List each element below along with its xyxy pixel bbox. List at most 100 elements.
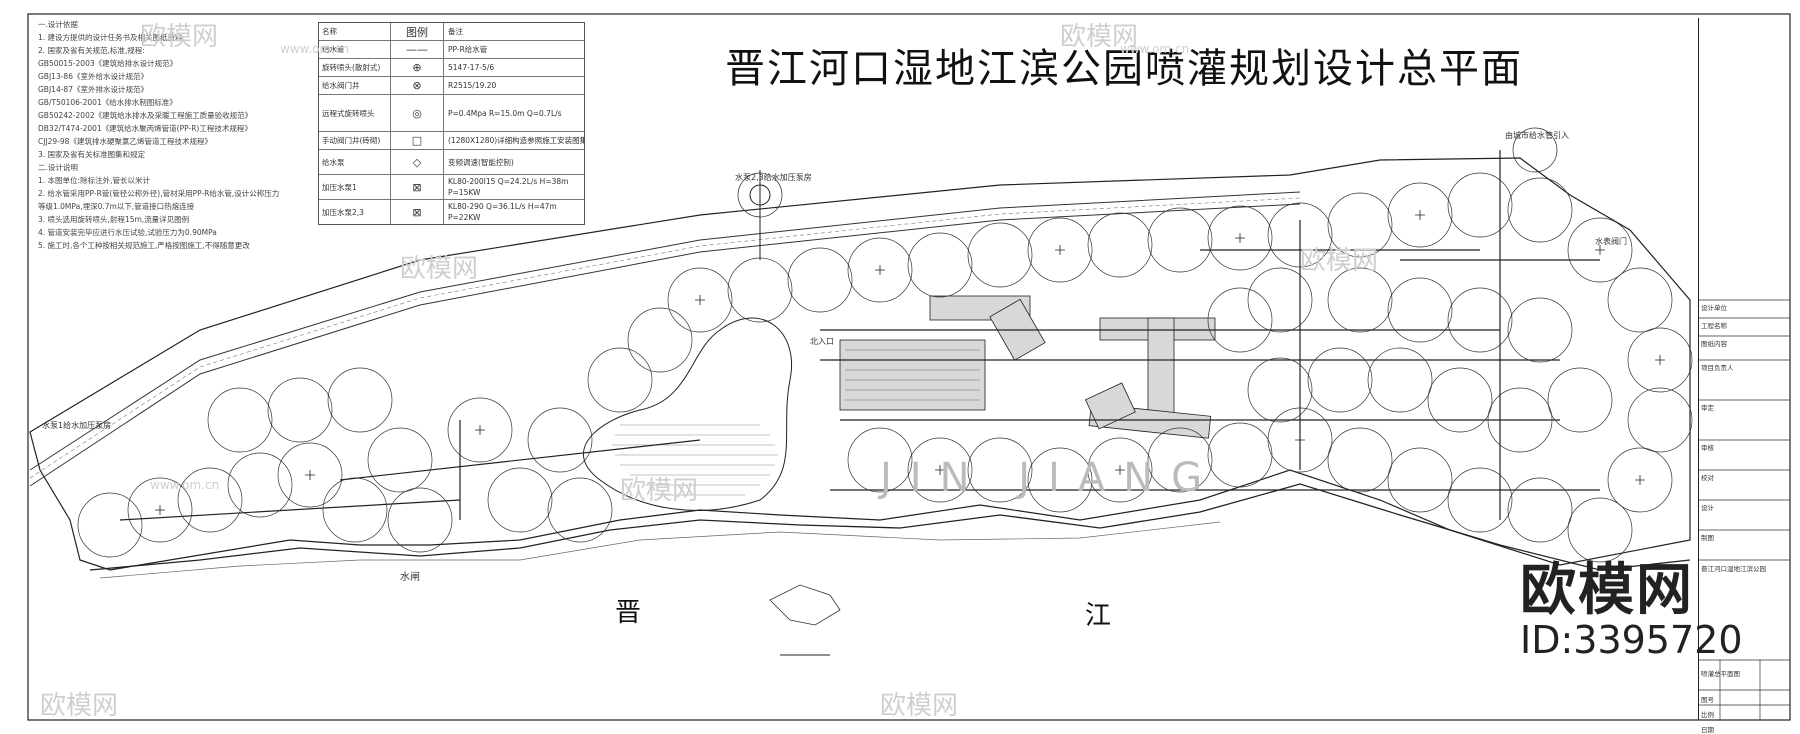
river-bank-inner bbox=[99, 521, 1221, 579]
design-notes: 一.设计依据 1. 建设方提供的设计任务书及相关图纸资料 2. 国家及省有关规范… bbox=[38, 18, 308, 252]
sprinkler-heads bbox=[155, 210, 1665, 515]
legend-name: 给水管 bbox=[319, 41, 391, 58]
legend-name: 远程式旋转喷头 bbox=[319, 95, 391, 131]
road-edge-1 bbox=[29, 191, 1301, 471]
note-line: GB50242-2002《建筑给水排水及采暖工程施工质量验收规范》 bbox=[38, 111, 253, 120]
valve-box-icon: □ bbox=[391, 132, 444, 149]
watermark-text: 欧模网 bbox=[880, 691, 959, 721]
note-line: GB50015-2003《建筑给排水设计规范》 bbox=[38, 59, 178, 68]
note-line: 2. 国家及省有关规范,标准,规程: bbox=[38, 46, 145, 55]
legend-name: 手动阀门井(砖砌) bbox=[319, 132, 391, 149]
park-lettering: JIN JIANG bbox=[880, 455, 1221, 501]
lake-outline bbox=[583, 317, 792, 511]
brand-logo: 欧模网 bbox=[1520, 558, 1694, 623]
note-line: 二.设计说明 bbox=[38, 163, 78, 172]
river-bank bbox=[89, 483, 1691, 571]
sheet-border bbox=[27, 13, 1791, 721]
legend-header-row: 名称 图例 备注 bbox=[319, 23, 584, 41]
note-line: 3. 喷头选用旋转喷头,射程15m,流量详见图例 bbox=[38, 215, 190, 224]
tb-cell: 审核 bbox=[1701, 444, 1714, 452]
drawing-title: 晋江河口湿地江滨公园喷灌规划设计总平面 bbox=[725, 46, 1523, 92]
note-line: 2. 给水管采用PP-R管(管径公称外径),管材采用PP-R给水管,设计公称压力 bbox=[38, 189, 280, 198]
note-line: 4. 管道安装完毕应进行水压试验,试验压力为0.90MPa bbox=[38, 228, 217, 237]
tb-cell: 晋江河口湿地江滨公园 bbox=[1701, 565, 1766, 573]
tb-cell: 项目负责人 bbox=[1701, 364, 1734, 372]
tb-cell: 比例 bbox=[1701, 711, 1714, 719]
legend-remark: 变频调速(智能控制) bbox=[448, 157, 514, 167]
legend-name: 加压水泵2,3 bbox=[319, 200, 391, 224]
rotor-sprinkler-icon: ◎ bbox=[391, 95, 444, 131]
road-centerline bbox=[29, 197, 1301, 479]
title-block-lines bbox=[1698, 299, 1790, 720]
watermark-text: 欧模网 bbox=[620, 476, 699, 506]
legend-remark: P=0.4Mpa R=15.0m Q=0.7L/s bbox=[448, 108, 562, 118]
tb-cell: 图纸内容 bbox=[1701, 340, 1727, 348]
legend-name: 给水阀门井 bbox=[319, 77, 391, 94]
legend-row: 加压水泵2,3 ⊠ KL80-290 Q=36.1L/s H=47m P=22K… bbox=[319, 200, 584, 224]
note-line: 3. 国家及省有关标准图集和规定 bbox=[38, 150, 146, 159]
model-id: ID:3395720 bbox=[1520, 618, 1743, 662]
north-area-label: 北入口 bbox=[810, 337, 834, 346]
note-line: 5. 施工时,各个工种按相关规范施工,严格按图施工,不得随意更改 bbox=[38, 241, 250, 250]
river-char-right: 江 bbox=[1085, 601, 1112, 631]
legend-remark: 备注 bbox=[448, 27, 463, 36]
lake-hatch bbox=[612, 424, 778, 496]
legend-row: 远程式旋转喷头 ◎ P=0.4Mpa R=15.0m Q=0.7L/s bbox=[319, 95, 584, 132]
pump-icon: ◇ bbox=[391, 150, 444, 174]
note-line: 一.设计依据 bbox=[38, 20, 78, 29]
park-boundary bbox=[29, 157, 1691, 571]
legend-name: 旋转喷头(散射式) bbox=[319, 59, 391, 76]
valve-label: 水表阀门 bbox=[1595, 237, 1627, 246]
legend-row: 手动阀门井(砖砌) □ (1280X1280)详细构造参照施工安装图集 bbox=[319, 132, 584, 150]
tb-cell: 设计 bbox=[1701, 504, 1714, 512]
legend-remark: (1280X1280)详细构造参照施工安装图集 bbox=[448, 136, 584, 145]
watermark-url: www.om.cn bbox=[1120, 42, 1190, 56]
title-block: 设计单位 工程名称 图纸内容 项目负责人 审定 审核 校对 设计 制图 晋江河口… bbox=[1698, 18, 1791, 734]
legend-row: 给水泵 ◇ 变频调速(智能控制) bbox=[319, 150, 584, 175]
tb-cell: 图号 bbox=[1701, 696, 1714, 704]
legend-name: 加压水泵1 bbox=[319, 175, 391, 199]
watermark-text: 欧模网 bbox=[40, 691, 119, 721]
legend-symbol: 图例 bbox=[391, 23, 444, 40]
legend-row: 给水管 —— PP-R给水管 bbox=[319, 41, 584, 59]
legend-remark: KL80-200I15 Q=24.2L/s H=38m P=15KW bbox=[448, 177, 569, 197]
source-label: 由城市给水管引入 bbox=[1505, 131, 1569, 140]
legend-row: 旋转喷头(散射式) ⊕ 5147-17-5/6 bbox=[319, 59, 584, 77]
legend-remark: KL80-290 Q=36.1L/s H=47m P=22KW bbox=[448, 202, 557, 222]
legend-remark: 5147-17-5/6 bbox=[448, 63, 495, 72]
note-line: GBJ13-86《室外给水设计规范》 bbox=[38, 72, 148, 81]
note-line: 等级1.0MPa,埋深0.7m以下,管道接口热熔连接 bbox=[38, 202, 195, 211]
tb-cell: 喷灌总平面图 bbox=[1701, 670, 1740, 678]
watermark-url: www.om.cn bbox=[280, 42, 350, 56]
road-edge-2 bbox=[29, 203, 1301, 487]
river-island bbox=[769, 584, 841, 626]
legend-remark: R2515/19.20 bbox=[448, 81, 497, 90]
note-line: GB/T50106-2001《给水排水制图标准》 bbox=[38, 98, 177, 107]
booster-pump-icon: ⊠ bbox=[391, 175, 444, 199]
legend-name: 给水泵 bbox=[319, 150, 391, 174]
note-line: CJJ29-98《建筑排水硬聚氯乙烯管道工程技术规程》 bbox=[38, 137, 212, 146]
booster-pump-icon: ⊠ bbox=[391, 200, 444, 224]
legend-row: 给水阀门井 ⊗ R2515/19.20 bbox=[319, 77, 584, 95]
watermark-text: 欧模网 bbox=[400, 254, 479, 284]
sprinkler-circles bbox=[77, 127, 1693, 563]
tb-cell: 校对 bbox=[1701, 474, 1714, 482]
legend-remark: PP-R给水管 bbox=[448, 45, 488, 54]
tb-cell: 设计单位 bbox=[1701, 304, 1727, 312]
note-line: 1. 建设方提供的设计任务书及相关图纸资料 bbox=[38, 33, 183, 42]
watermark-text: 欧模网 bbox=[140, 22, 219, 52]
note-line: 1. 本图单位:除标注外,管长以米计 bbox=[38, 176, 150, 185]
sprinkler-icon: ⊕ bbox=[391, 59, 444, 76]
tb-cell: 审定 bbox=[1701, 404, 1714, 412]
river-char-left: 晋 bbox=[615, 598, 642, 628]
watermark-text: 欧模网 bbox=[1300, 246, 1379, 276]
legend-name: 名称 bbox=[319, 23, 391, 40]
legend-table: 名称 图例 备注 给水管 —— PP-R给水管 旋转喷头(散射式) ⊕ 5147… bbox=[318, 22, 585, 225]
pipe-line-icon: —— bbox=[391, 41, 444, 58]
watermark-text: 欧模网 bbox=[1060, 22, 1139, 52]
legend-row: 加压水泵1 ⊠ KL80-200I15 Q=24.2L/s H=38m P=15… bbox=[319, 175, 584, 200]
water-gate-label: 水闸 bbox=[400, 572, 420, 583]
note-line: GBJ14-87《室外排水设计规范》 bbox=[38, 85, 148, 94]
